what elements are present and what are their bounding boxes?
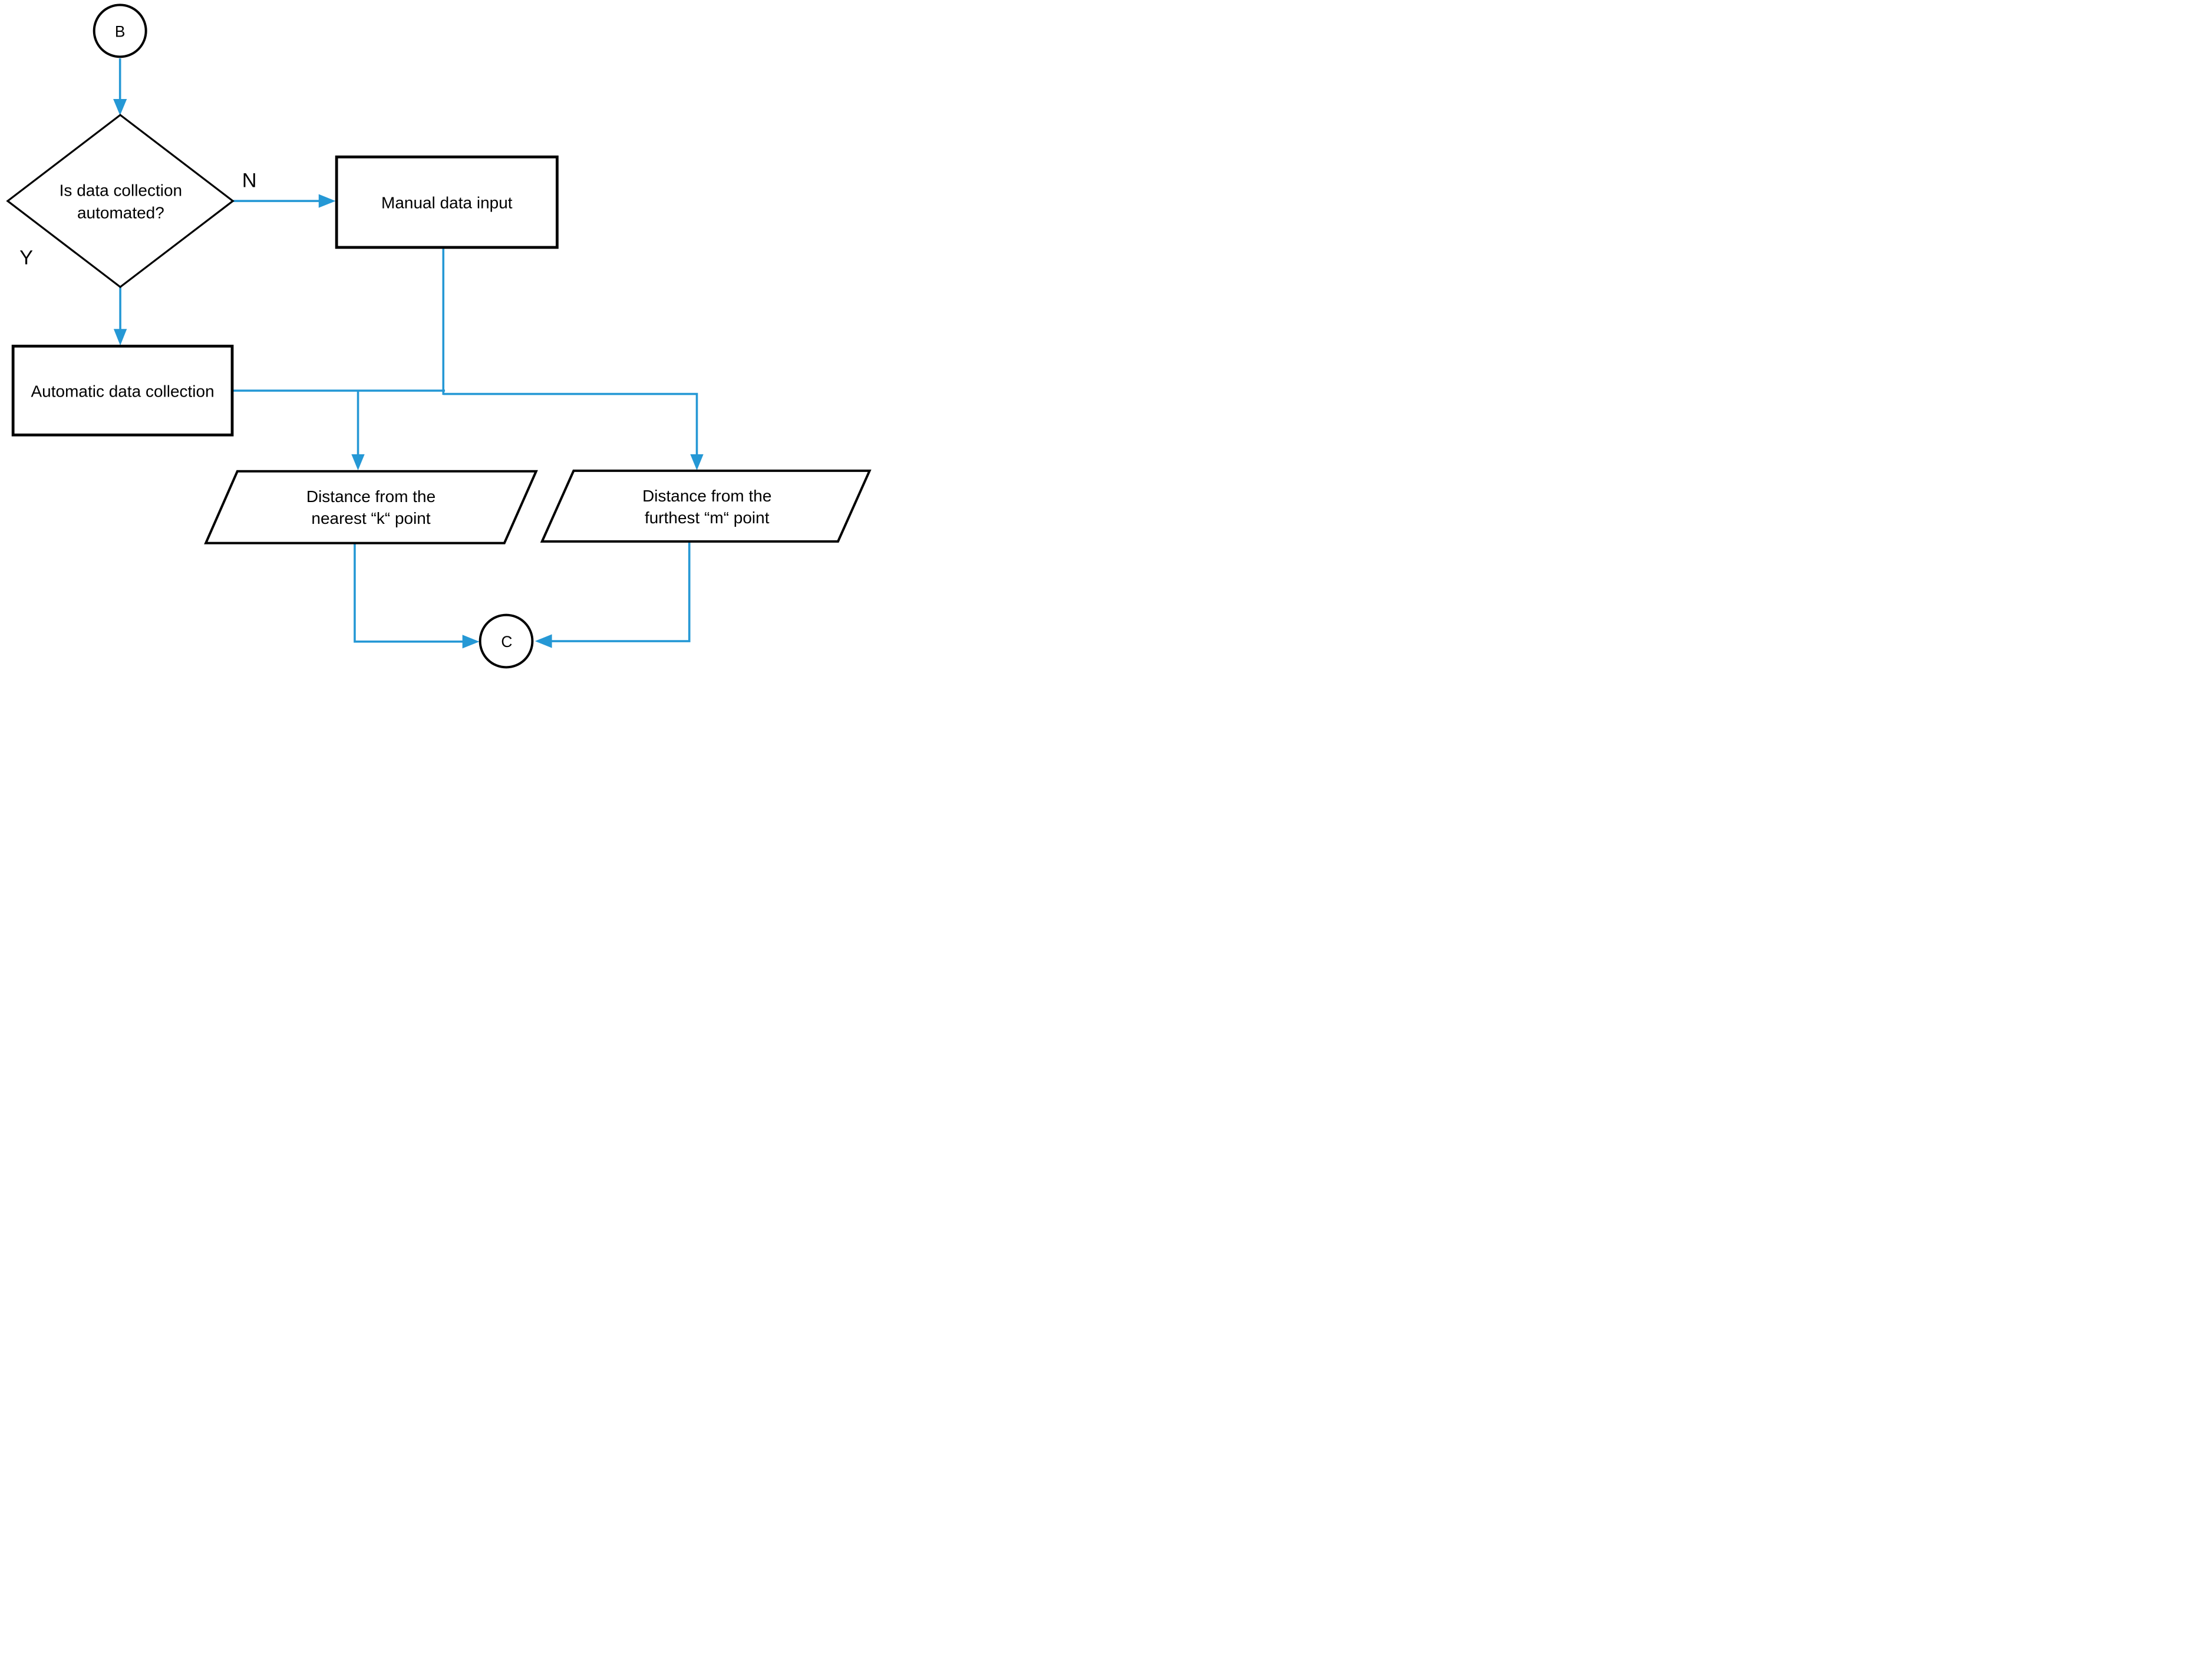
connector-node-c (478, 613, 534, 669)
edge-nearest-k-to-c (354, 543, 480, 649)
edge-junction-to-nearest-k (351, 390, 365, 471)
nearest-k-label-line-2: nearest “k“ point (311, 509, 430, 527)
connector-line (551, 542, 691, 642)
furthest-m-label-line-2: furthest “m“ point (645, 509, 770, 527)
arrowhead-down-icon (113, 329, 127, 346)
arrowhead-down-icon (351, 454, 365, 471)
connector-line (354, 543, 464, 643)
connector-b-label: B (115, 23, 126, 41)
process-box-automatic-data-collection (11, 344, 234, 437)
manual-data-input-label: Manual data input (381, 193, 513, 212)
arrowhead-left-icon (534, 634, 552, 648)
branch-label-no: N (242, 169, 257, 192)
arrowhead-right-icon (318, 194, 336, 208)
nearest-k-label-line-1: Distance from the (306, 487, 435, 506)
edge-b-to-decision (113, 58, 127, 115)
decision-diamond-automated (6, 114, 235, 289)
edge-furthest-m-to-c (534, 542, 691, 648)
flowchart-diagram: B Is data collection automated? N Y Manu… (6, 4, 872, 669)
connector-node-b (93, 4, 147, 58)
flowchart-canvas: B Is data collection automated? N Y Manu… (0, 0, 875, 672)
io-parallelogram-furthest-m (540, 469, 872, 543)
edge-decision-to-manual-no (233, 194, 336, 208)
automatic-data-collection-label: Automatic data collection (31, 382, 214, 400)
process-box-manual-data-input (335, 155, 559, 249)
decision-label-line-2: automated? (77, 204, 164, 222)
arrowhead-right-icon (462, 635, 480, 649)
io-parallelogram-nearest-k (204, 470, 538, 544)
decision-label-line-1: Is data collection (60, 181, 182, 200)
furthest-m-label-line-1: Distance from the (642, 487, 771, 505)
edge-decision-to-automatic-yes (113, 286, 127, 346)
branch-label-yes: Y (19, 246, 33, 269)
arrowhead-down-icon (113, 98, 127, 115)
connector-line (443, 392, 698, 456)
arrowhead-down-icon (690, 454, 704, 471)
connector-c-label: C (501, 633, 512, 651)
edge-junction-to-furthest-m (443, 392, 704, 471)
